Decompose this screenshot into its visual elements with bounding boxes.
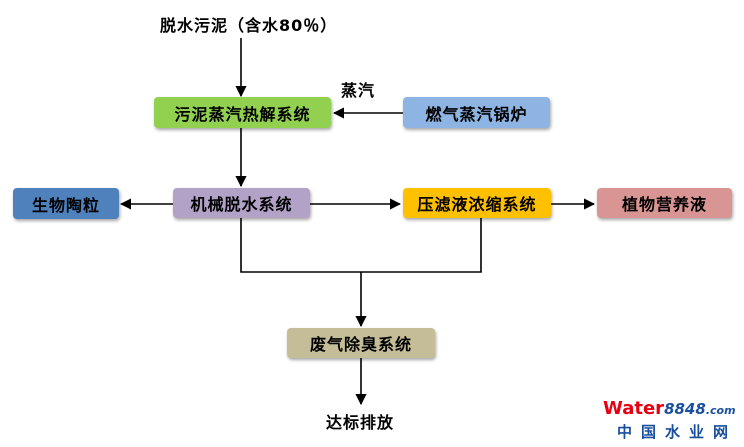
watermark-brand-suffix: .com — [705, 404, 736, 417]
watermark-logo: Water8848.com — [603, 398, 736, 419]
discharge-label: 达标排放 — [326, 413, 395, 432]
biological-ceramsite-box: 生物陶粒 — [13, 188, 119, 219]
gas-boiler-box: 燃气蒸汽锅炉 — [403, 97, 550, 128]
watermark-chinese: 中国水业网 — [617, 423, 738, 441]
steam-label: 蒸汽 — [341, 81, 376, 100]
thermal-hydrolysis-box: 污泥蒸汽热解系统 — [154, 97, 331, 128]
sludge-input-label: 脱水污泥（含水80％） — [160, 16, 338, 35]
watermark-brand-number: 8848 — [664, 400, 706, 418]
plant-nutrient-solution-box: 植物营养液 — [597, 188, 732, 218]
mechanical-dewatering-box: 机械脱水系统 — [173, 188, 310, 218]
connector-filter-merge — [361, 218, 482, 273]
filter-press-concentration-box: 压滤液浓缩系统 — [403, 188, 551, 218]
odor-removal-box: 废气除臭系统 — [287, 328, 435, 358]
connector-dewatering-merge — [240, 218, 361, 273]
watermark-brand-word: Water — [603, 398, 665, 419]
